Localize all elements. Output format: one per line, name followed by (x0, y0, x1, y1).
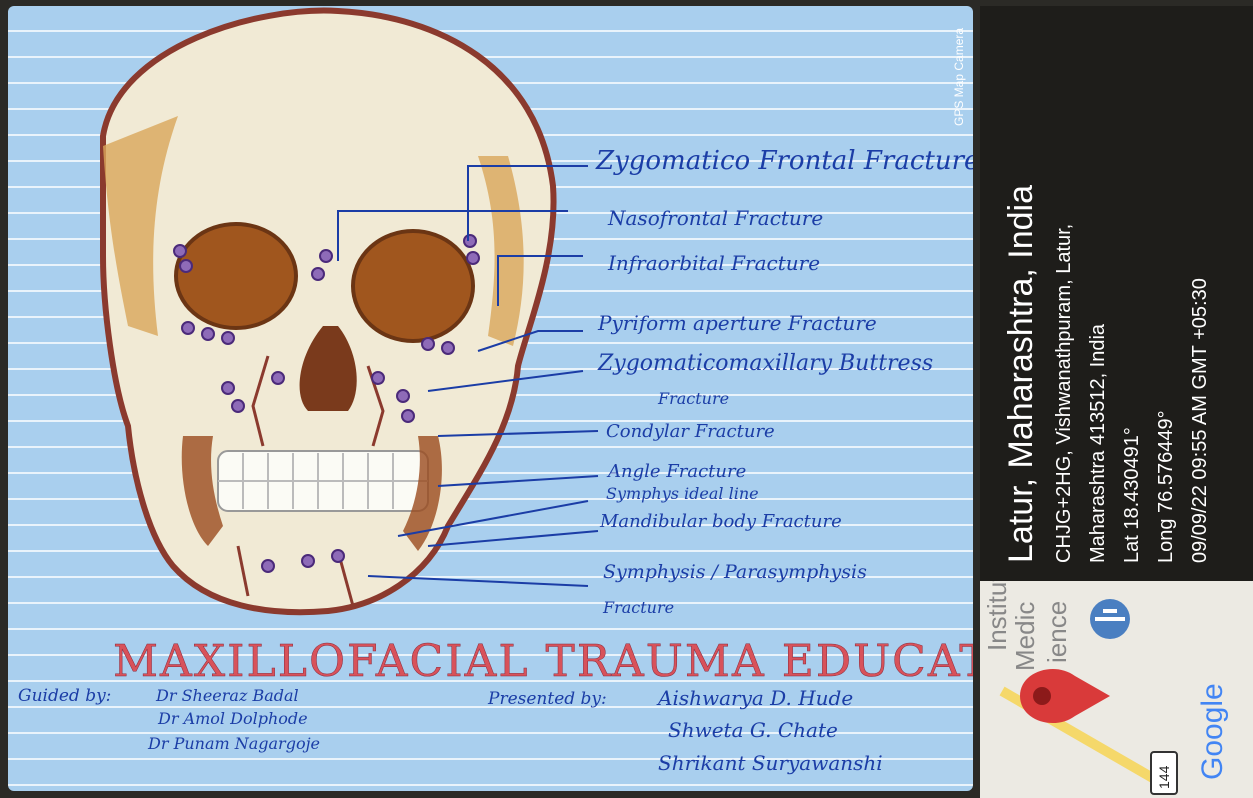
gps-city: Latur, Maharashtra, India (1002, 6, 1041, 563)
presenter-1: Aishwarya D. Hude (658, 686, 853, 710)
right-orbit (353, 231, 473, 341)
label-angle: Angle Fracture (608, 461, 746, 482)
road-badge-text: 144 (1156, 766, 1172, 789)
gps-address-1: CHJG+2HG, Vishwanathpuram, Latur, (1047, 6, 1081, 563)
label-symphys-ideal-line: Symphys ideal line (606, 484, 759, 503)
presenter-3: Shrikant Suryawanshi (658, 751, 883, 775)
guide-3: Dr Punam Nagargoje (148, 734, 320, 753)
label-symphysis-parasymphysis: Symphysis / Parasymphysis (603, 561, 867, 583)
gps-datetime: 09/09/22 09:55 AM GMT +05:30 (1183, 6, 1217, 563)
gps-latitude: Lat 18.430491° (1115, 6, 1149, 563)
poster-title: MAXILLOFACIAL TRAUMA EDUCATIONAL MODEL (113, 636, 913, 687)
label-mandibular-body: Mandibular body Fracture (600, 511, 842, 532)
poster: Zygomatico Frontal Fracture Nasofrontal … (8, 6, 973, 791)
google-logo: Google (1196, 683, 1230, 780)
gps-longitude: Long 76.576449° (1149, 6, 1183, 563)
label-zygomatico-frontal: Zygomatico Frontal Fracture (596, 146, 973, 176)
label-zygomaticomaxillary: Zygomaticomaxillary Buttress (598, 351, 933, 376)
gps-text-block: Latur, Maharashtra, India CHJG+2HG, Vish… (980, 6, 1253, 581)
map-place-icon (1075, 589, 1145, 644)
gps-app-name: GPS Map Camera (952, 28, 966, 126)
guided-by-label: Guided by: (18, 686, 111, 706)
gps-info-panel: Latur, Maharashtra, India CHJG+2HG, Vish… (980, 6, 1253, 581)
presented-by-label: Presented by: (488, 689, 607, 709)
label-condylar: Condylar Fracture (606, 421, 775, 442)
guide-1: Dr Sheeraz Badal (156, 686, 299, 705)
map-text-1: Institut (982, 581, 1013, 651)
map-pin-icon (1000, 651, 1110, 741)
skull-outline (103, 11, 554, 613)
presenter-2: Shweta G. Chate (668, 718, 838, 742)
google-logo-text: Google (1196, 683, 1229, 780)
left-orbit (176, 224, 296, 328)
label-infraorbital: Infraorbital Fracture (608, 251, 820, 275)
label-nasofrontal: Nasofrontal Fracture (608, 206, 823, 230)
guide-2: Dr Amol Dolphode (158, 709, 308, 728)
gps-address-2: Maharashtra 413512, India (1081, 6, 1115, 563)
road-badge: 144 (1150, 751, 1178, 795)
label-zygomaticomaxillary-fracture: Fracture (658, 389, 729, 408)
label-symphysis-fracture: Fracture (603, 598, 674, 617)
gps-app-tag: GPS Map Camera (948, 6, 970, 156)
label-pyriform: Pyriform aperture Fracture (598, 311, 877, 335)
